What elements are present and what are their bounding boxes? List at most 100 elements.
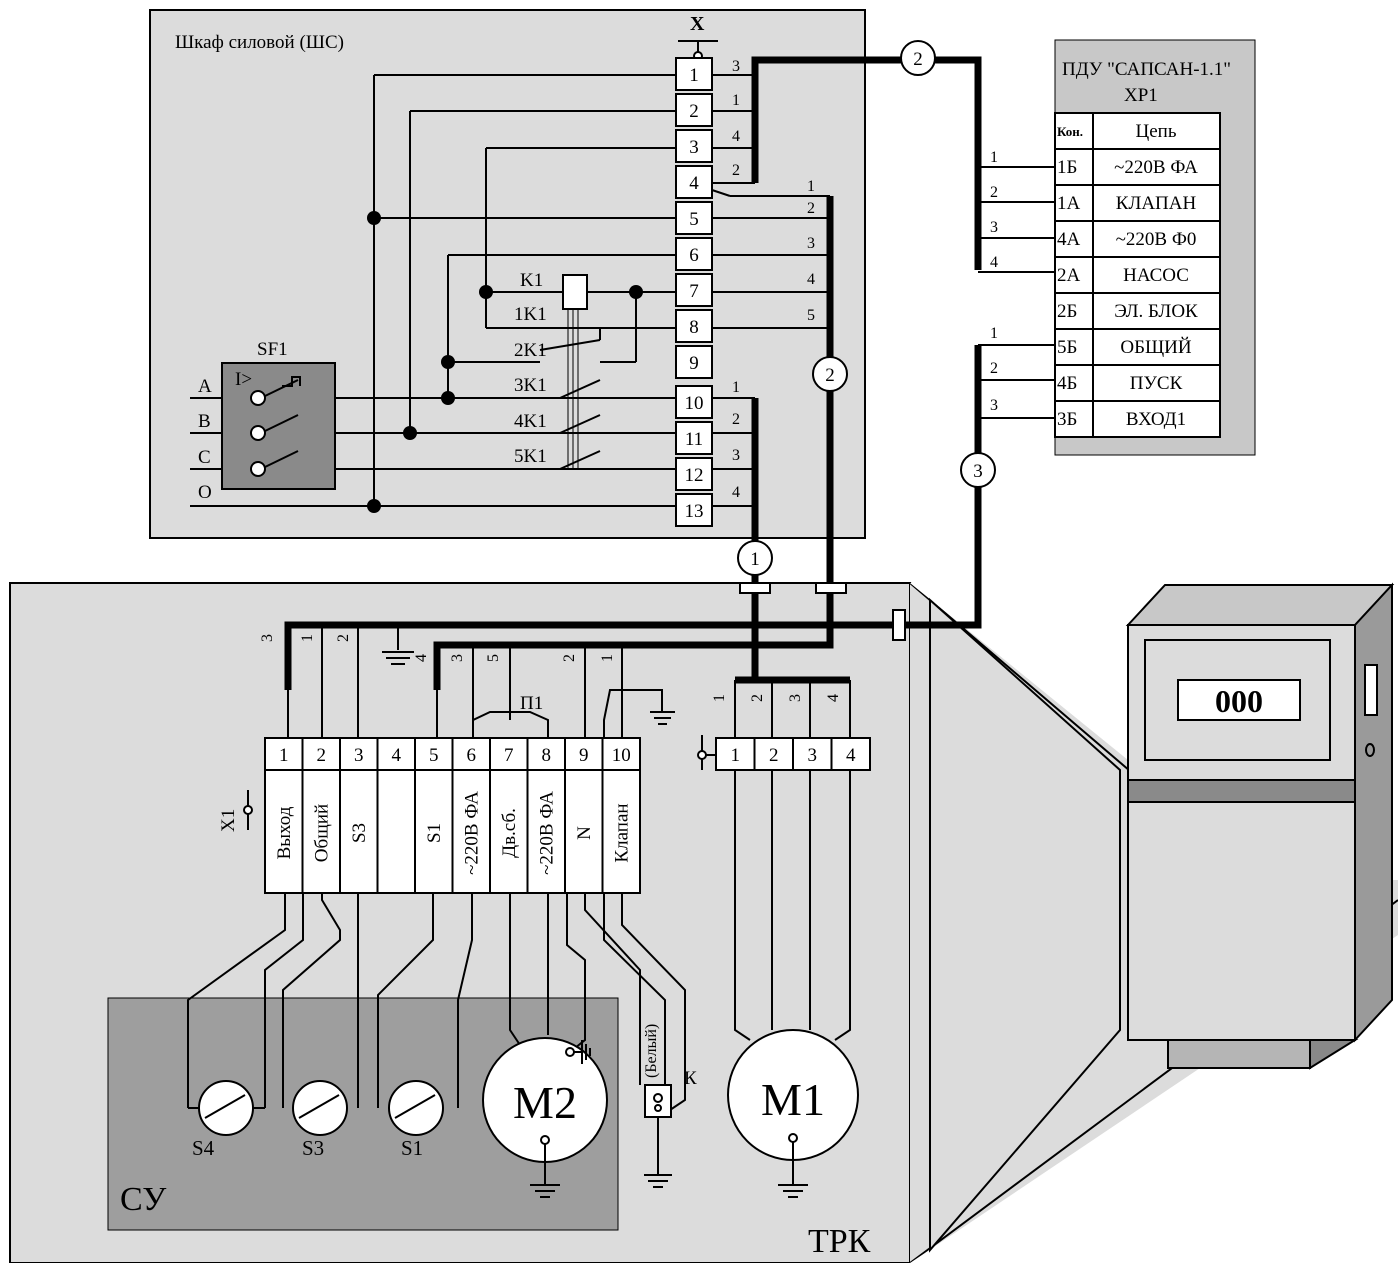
pin-cell: 1Б: [1057, 157, 1077, 178]
terminal-number: 2: [689, 101, 699, 122]
switch-s3: S3: [292, 1080, 348, 1160]
cable-branches: [978, 166, 1055, 419]
wire-number: 1: [299, 634, 316, 642]
junction-dots: [367, 211, 643, 513]
circuit-cell: ПУСК: [1130, 373, 1183, 394]
phase-label: A: [198, 376, 212, 397]
x1-terminal-number: 1: [279, 745, 289, 766]
panel-title: ПДУ "САПСАН-1.1": [1062, 59, 1231, 80]
terminal-number: 8: [689, 317, 699, 338]
terminal-cell: [675, 273, 713, 307]
wire-number: 1: [990, 325, 998, 342]
relay-contact-label: 4K1: [514, 411, 547, 432]
wire-number: 3: [807, 235, 815, 252]
valve-k: К (Белый): [643, 1024, 697, 1188]
terminal-number: 4: [689, 173, 699, 194]
x-wire-numbers: 3 1 4 2 1 2 3 4 5 1 2 3 4: [732, 58, 815, 501]
circuit-cell: КЛАПАН: [1116, 193, 1197, 214]
table-row: [1054, 292, 1221, 330]
su-label: СУ: [120, 1181, 167, 1218]
wire-number: 4: [825, 694, 842, 702]
terminal-number: 11: [685, 429, 703, 450]
wire-number: 2: [732, 162, 740, 179]
dispenser-illustration: 000: [1125, 582, 1395, 1070]
circuit-cell: ОБЩИЙ: [1120, 337, 1192, 358]
circuit-cell: НАСОС: [1123, 265, 1189, 286]
phase-label: C: [198, 447, 211, 468]
wire-number: 4: [732, 128, 740, 145]
wire-number: 2: [335, 634, 352, 642]
motor-m2: M2: [482, 1037, 608, 1198]
motor-terminal-cell: [715, 737, 756, 771]
terminal-cell: [675, 493, 713, 527]
table-row: [1054, 328, 1221, 366]
wire-number: 2: [990, 184, 998, 201]
header-circuit: Цепь: [1136, 121, 1177, 142]
x1-terminal-number: 4: [392, 745, 402, 766]
valve-label: К: [684, 1068, 697, 1089]
wire-number: 1: [732, 92, 740, 109]
terminal-cell: [675, 385, 713, 419]
pin-cell: 4Б: [1057, 373, 1077, 394]
pin-cell: 1А: [1057, 193, 1081, 214]
motor-terminal-cell: [753, 737, 794, 771]
x1-signal-name: Общий: [311, 804, 332, 862]
wire-number: 5: [485, 654, 502, 662]
x1-terminal-cell: [451, 737, 491, 771]
table-row: [1054, 364, 1221, 402]
wire-number: 1: [599, 654, 616, 662]
wire-number: 1: [732, 379, 740, 396]
x1-terminal-number: 6: [467, 745, 477, 766]
x1-terminal-cell: [301, 737, 341, 771]
terminal-number: 13: [685, 501, 704, 522]
x1-terminal-number: 7: [504, 745, 514, 766]
x1-name-cell: [264, 769, 304, 894]
trk-top-wire-numbers: 3 1 2 4 3 5 2 1 П1 1 2 3 4: [259, 634, 842, 714]
wire-number: 3: [787, 694, 804, 702]
terminal-number: 3: [689, 137, 699, 158]
table-row: [1054, 256, 1221, 294]
cabinet-wiring: [190, 74, 830, 507]
relay-contact-label: 3K1: [514, 375, 547, 396]
valve-wire-color: (Белый): [643, 1024, 660, 1078]
motor-terminal-cell: [792, 737, 833, 771]
phase-label: O: [198, 482, 212, 503]
relay-contact-label: 2K1: [514, 340, 547, 361]
relay-coil-label: K1: [520, 270, 543, 291]
cable-glands: [739, 582, 906, 641]
wire-number: 3: [990, 397, 998, 414]
switch-label: S4: [192, 1136, 215, 1160]
wire-number: 4: [807, 271, 815, 288]
x1-terminal-number: 2: [317, 745, 327, 766]
lower-wiring: [187, 770, 851, 1111]
motor-terminal-number: 1: [731, 745, 741, 766]
wire-number: 2: [807, 200, 815, 217]
terminal-number: 7: [689, 281, 699, 302]
x1-name-cell: [601, 769, 641, 894]
motor-terminal-cell: [830, 737, 871, 771]
terminal-number: 10: [685, 393, 704, 414]
x1-signal-name: ~220В ФА: [461, 791, 482, 875]
table-row: [1054, 148, 1221, 186]
cable-number: 3: [973, 461, 983, 482]
relay-contact-label: 1K1: [514, 304, 547, 325]
x1-signal-name: Дв.сб.: [499, 808, 520, 858]
trk-wiring: [287, 625, 851, 738]
wire-number: 1: [711, 694, 728, 702]
x1-signal-name: S3: [349, 823, 370, 843]
pin-cell: 3Б: [1057, 409, 1077, 430]
x1-name-cell: [376, 769, 416, 894]
terminal-block-label: X: [690, 13, 705, 35]
panel-connector: XP1: [1124, 85, 1158, 106]
circuit-cell: ~220В ФА: [1114, 157, 1198, 178]
x1-terminal-cell: [414, 737, 454, 771]
wire-number: 2: [749, 694, 766, 702]
wire-number: 3: [732, 58, 740, 75]
x1-terminal-number: 8: [542, 745, 552, 766]
x1-signal-name: ~220В ФА: [536, 791, 557, 875]
table-header: [1054, 112, 1221, 150]
x1-terminal-number: 10: [612, 745, 631, 766]
